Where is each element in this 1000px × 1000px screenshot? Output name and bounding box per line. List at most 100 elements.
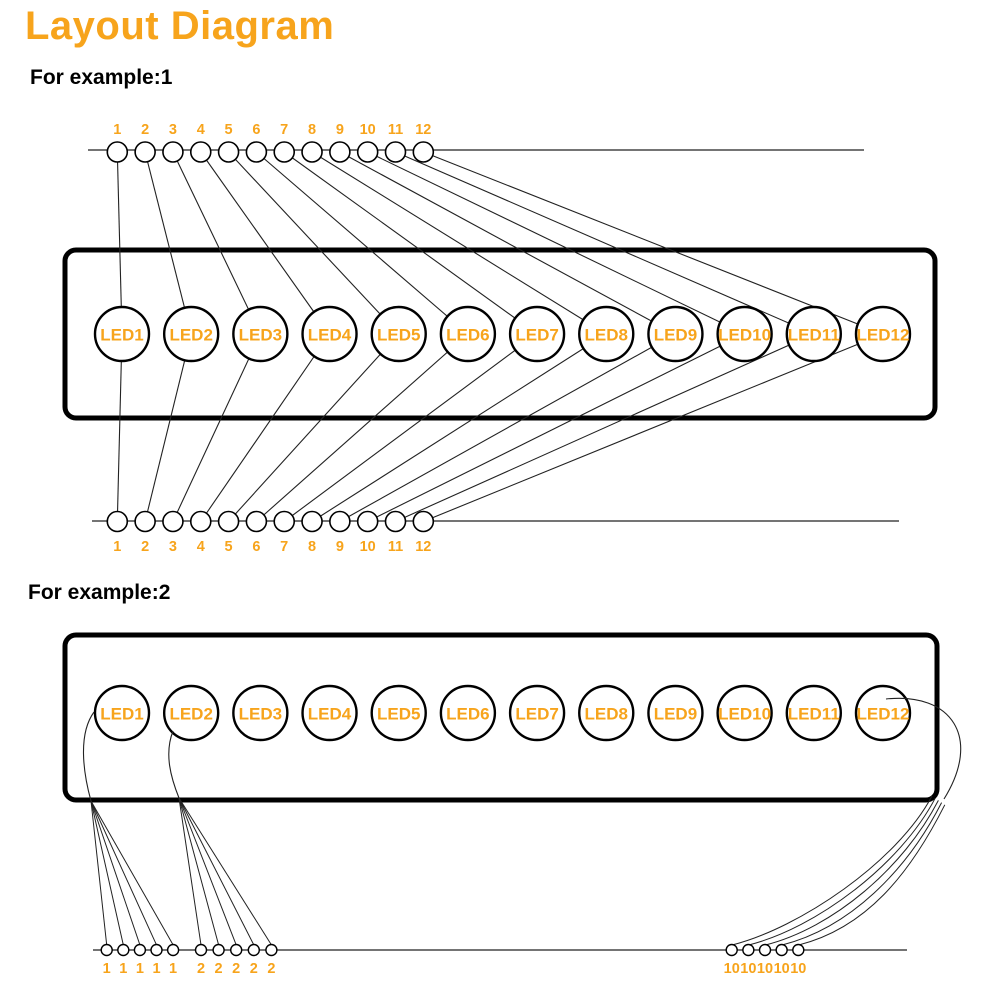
led-label-2-2: LED2 — [169, 705, 212, 724]
wire-bottom-4 — [200, 333, 330, 522]
ex2-pin-label-LED1-5: 1 — [169, 961, 177, 977]
ex2-pin-label-LED12-5: 10 — [790, 961, 806, 977]
wire-led12-strand-1 — [731, 795, 933, 946]
bottom-pin-circle-8 — [301, 510, 323, 533]
ex2-pin-circle-LED2-1 — [194, 943, 208, 957]
ex2-pin-label-LED2-1: 2 — [197, 961, 205, 977]
wire-led2-fan-2 — [178, 797, 220, 946]
bottom-pin-label-8: 8 — [308, 539, 316, 555]
wire-bottom-9 — [339, 333, 676, 522]
wire-top-9 — [339, 151, 676, 335]
led-circle-1-2 — [162, 305, 220, 363]
bottom-pin-label-11: 11 — [388, 539, 403, 555]
wire-bottom-12 — [423, 333, 884, 523]
led-circle-2-8 — [578, 684, 635, 742]
wire-led12-strand-5 — [798, 804, 946, 946]
led-circle-2-4 — [301, 684, 358, 742]
bottom-pin-label-5: 5 — [225, 539, 233, 555]
wire-bottom-6 — [256, 333, 469, 522]
top-pin-label-2: 2 — [141, 122, 149, 138]
wire-led12-strand-2 — [748, 797, 936, 946]
ex2-pin-circle-LED12-3 — [758, 943, 772, 957]
bottom-pin-circle-4 — [189, 510, 212, 533]
bottom-pin-circle-5 — [217, 510, 240, 533]
bottom-pin-label-6: 6 — [252, 539, 260, 555]
top-pin-circle-10 — [356, 141, 379, 163]
led-circle-2-10 — [716, 684, 773, 742]
bottom-pin-circle-10 — [356, 510, 379, 533]
led-label-1-4: LED4 — [308, 326, 352, 345]
wire-led12-strand-3 — [764, 800, 939, 946]
wire-top-10 — [367, 151, 745, 335]
top-pin-label-5: 5 — [225, 122, 233, 138]
ex2-pin-circle-LED1-1 — [100, 943, 113, 957]
bottom-pin-circle-3 — [162, 510, 184, 533]
ex2-pin-label-LED12-1: 10 — [724, 961, 740, 977]
ex2-pin-label-LED2-3: 2 — [232, 961, 240, 977]
wire-bottom-8 — [311, 333, 607, 522]
bottom-pin-label-12: 12 — [415, 539, 431, 555]
led-circle-2-2 — [162, 684, 220, 742]
led-circle-2-5 — [370, 684, 427, 742]
led-label-2-5: LED5 — [377, 705, 420, 724]
wire-top-11 — [395, 151, 815, 335]
bottom-pin-circle-2 — [134, 510, 156, 533]
top-pin-label-12: 12 — [415, 122, 431, 138]
bottom-pin-circle-11 — [384, 510, 407, 533]
ex2-pin-label-LED2-4: 2 — [250, 961, 258, 977]
led-label-1-8: LED8 — [585, 326, 628, 345]
wire-bottom-11 — [395, 333, 815, 523]
ex2-pin-circle-LED12-2 — [742, 943, 755, 957]
led-label-1-6: LED6 — [446, 326, 489, 345]
top-pin-circle-11 — [384, 141, 407, 163]
wire-bottom-1 — [116, 333, 123, 522]
bottom-pin-circle-6 — [245, 510, 268, 533]
wire-led1-fan-3 — [90, 800, 141, 946]
led-circle-1-3 — [232, 305, 289, 363]
top-pin-label-8: 8 — [308, 122, 316, 138]
led-label-1-1: LED1 — [100, 326, 143, 345]
led-circle-1-1 — [93, 305, 151, 363]
wire-led12-strand-4 — [781, 802, 943, 946]
top-pin-label-4: 4 — [197, 122, 205, 138]
wire-bottom-7 — [283, 333, 538, 522]
bottom-pin-circle-12 — [412, 510, 435, 533]
bottom-pin-label-1: 1 — [113, 539, 121, 555]
bottom-pin-circle-1 — [106, 510, 129, 533]
led-circle-1-9 — [647, 305, 704, 363]
top-pin-circle-9 — [329, 141, 351, 163]
led-circle-1-12 — [854, 305, 912, 363]
wire-bottom-5 — [228, 333, 400, 522]
wire-top-2 — [144, 151, 192, 335]
top-pin-label-3: 3 — [169, 122, 177, 138]
bottom-pin-label-3: 3 — [169, 539, 177, 555]
example-1-label: For example:1 — [30, 66, 173, 89]
led-label-1-12: LED12 — [857, 326, 910, 345]
wire-top-3 — [172, 151, 261, 335]
bottom-pin-label-10: 10 — [360, 539, 376, 555]
ex2-pin-circle-LED2-2 — [212, 943, 225, 957]
ex2-pin-label-LED1-3: 1 — [136, 961, 144, 977]
led-label-1-9: LED9 — [654, 326, 697, 345]
led-label-1-2: LED2 — [169, 326, 212, 345]
top-pin-label-10: 10 — [360, 122, 376, 138]
led-circle-2-7 — [508, 684, 566, 742]
ex2-pin-circle-LED2-5 — [265, 943, 278, 957]
wire-led1-fan-4 — [90, 800, 157, 946]
led-label-1-10: LED10 — [718, 326, 771, 345]
led-circle-2-12 — [854, 684, 912, 742]
bottom-pin-circle-9 — [329, 510, 351, 533]
wire-top-6 — [256, 151, 469, 335]
ex2-pin-label-LED2-5: 2 — [267, 961, 275, 977]
example-2-label: For example:2 — [28, 581, 171, 604]
top-pin-label-9: 9 — [336, 122, 344, 138]
ex2-pin-circle-LED12-1 — [725, 943, 738, 957]
wire-led2-fan-3 — [178, 797, 237, 946]
ex2-pin-label-LED12-2: 10 — [740, 961, 756, 977]
led-label-2-8: LED8 — [585, 705, 628, 724]
led-label-1-7: LED7 — [515, 326, 558, 345]
top-pin-circle-6 — [245, 141, 268, 163]
ex2-pin-circle-LED1-2 — [117, 943, 130, 957]
ex2-pin-circle-LED2-4 — [247, 943, 261, 957]
